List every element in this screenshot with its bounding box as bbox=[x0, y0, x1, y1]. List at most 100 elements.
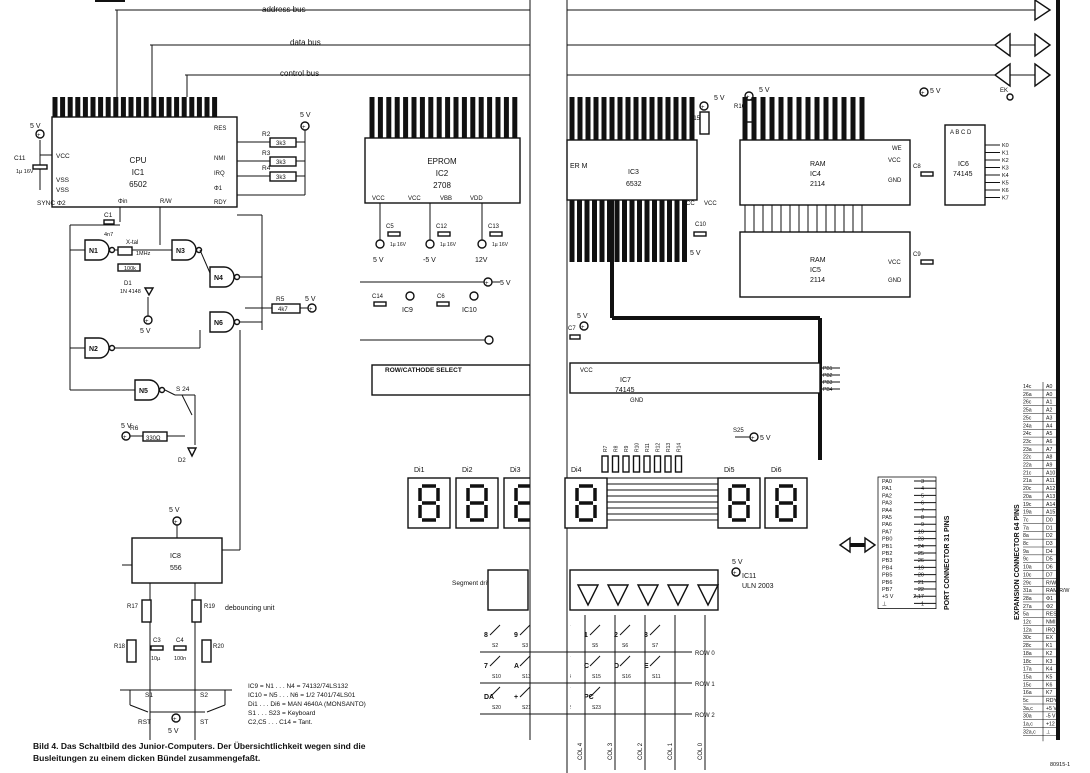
c4-value: 100n bbox=[174, 656, 186, 662]
expansion-pin: 1a,c bbox=[1023, 722, 1033, 728]
ic5-name: RAM bbox=[810, 257, 826, 264]
eprom-vbb: VBB bbox=[440, 196, 452, 202]
ram-pin-stub bbox=[841, 97, 847, 140]
r19-label: R19 bbox=[204, 604, 216, 610]
eprom-cap-value: 1µ 16V bbox=[440, 242, 457, 248]
key-ref: S11 bbox=[652, 674, 661, 680]
driver-buffer-icon bbox=[606, 584, 630, 607]
eprom-name: EPROM bbox=[427, 157, 457, 166]
eprom-pin-stub bbox=[512, 97, 518, 138]
cpu-pin-stub bbox=[166, 97, 172, 117]
led-icon bbox=[186, 447, 198, 458]
expansion-pin: 7a bbox=[1023, 525, 1029, 531]
ic3-top-pin-stub bbox=[577, 97, 583, 140]
eprom-capacitor bbox=[489, 231, 503, 237]
svg-text:+: + bbox=[173, 717, 177, 723]
eprom-pin-stub bbox=[386, 97, 392, 138]
ram-pin-stub bbox=[832, 97, 838, 140]
expansion-pin: 8c bbox=[1023, 541, 1029, 547]
expansion-signal: EX bbox=[1046, 635, 1053, 641]
cpu-pin-stub bbox=[196, 97, 202, 117]
expansion-signal: K7 bbox=[1046, 690, 1052, 696]
segment-resistor-label: R8 bbox=[614, 445, 620, 452]
cpu-pin-irq: IRQ bbox=[214, 171, 225, 177]
driver-buffer-icon bbox=[576, 584, 600, 607]
port-pin: 9 bbox=[921, 522, 924, 528]
expansion-pin: 9a bbox=[1023, 549, 1029, 555]
port-signal: PA2 bbox=[882, 493, 892, 499]
c11-label: C11 bbox=[14, 155, 26, 162]
eprom-cap-label: C5 bbox=[386, 224, 394, 230]
expansion-signal: A12 bbox=[1046, 486, 1055, 492]
segment-resistor bbox=[611, 455, 620, 473]
key-ref: S10 bbox=[492, 674, 501, 680]
cpu-pin-stub bbox=[98, 97, 104, 117]
s24-switch[interactable] bbox=[181, 394, 193, 416]
expansion-signal: A9 bbox=[1046, 463, 1052, 469]
cpu-pin-stub bbox=[212, 97, 218, 117]
port-pin: 1 bbox=[921, 601, 924, 607]
key-label: 2 bbox=[614, 632, 618, 639]
key-label: 1 bbox=[584, 632, 588, 639]
figure-id: 80915-1 bbox=[1050, 762, 1070, 768]
r4-value: 3k3 bbox=[276, 175, 286, 181]
ic3-port-pin-stub bbox=[584, 200, 590, 262]
row-cathode-label: ROW/CATHODE SELECT bbox=[385, 367, 462, 374]
s2-switch[interactable] bbox=[206, 704, 226, 713]
expansion-pin: 27a bbox=[1023, 604, 1032, 610]
ram-pin-stub bbox=[751, 97, 757, 140]
expansion-pin: 30c bbox=[1023, 635, 1032, 641]
ic11-part: ULN 2003 bbox=[742, 583, 774, 590]
crystal-freq: 1MHz bbox=[136, 251, 151, 257]
cpu-pin-stub bbox=[158, 97, 164, 117]
ic7-part: 74145 bbox=[615, 387, 635, 394]
ram-pin-stub bbox=[760, 97, 766, 140]
plus-supply-icon bbox=[579, 321, 589, 331]
eprom-supply-label: 5 V bbox=[373, 257, 384, 264]
c7-5v-label: 5 V bbox=[577, 313, 588, 320]
cpu-pin-stub bbox=[105, 97, 111, 117]
crystal-label: X-tal bbox=[126, 240, 138, 246]
eprom-pin-stub bbox=[453, 97, 459, 138]
c14-label: C14 bbox=[372, 294, 384, 300]
expansion-signal: K2 bbox=[1046, 651, 1052, 657]
port-signal: PA4 bbox=[882, 508, 892, 514]
ic3-top-pin-stub bbox=[585, 97, 591, 140]
expansion-signal: K6 bbox=[1046, 682, 1052, 688]
expansion-signal: RES bbox=[1046, 612, 1057, 618]
port-signal: PA0 bbox=[882, 479, 892, 485]
r6-5v-label: 5 V bbox=[121, 423, 132, 430]
port-pin: 19 bbox=[918, 565, 924, 571]
s2-st-label: ST bbox=[200, 719, 208, 726]
gate-label: N1 bbox=[89, 248, 98, 255]
pullup-resistors bbox=[237, 130, 306, 196]
key-ref: S3 bbox=[522, 643, 528, 649]
segment-driver-label: Segment driver bbox=[452, 580, 497, 587]
driver-buffers bbox=[576, 584, 720, 607]
d2-label: D2 bbox=[178, 458, 186, 464]
cpu-pin-stub bbox=[151, 97, 157, 117]
expansion-signal: A0 bbox=[1046, 392, 1052, 398]
s25-5v-label: 5 V bbox=[760, 435, 771, 442]
ic3-port-label: PA3 bbox=[592, 209, 597, 218]
ic-5v-label: 5 V bbox=[500, 280, 511, 287]
s1-switch[interactable] bbox=[129, 704, 149, 713]
svg-text:+: + bbox=[701, 105, 705, 111]
segment-resistor bbox=[653, 455, 662, 473]
ic3-part: 6532 bbox=[626, 181, 642, 188]
display-label-di2: Di2 bbox=[462, 467, 473, 474]
expansion-pin: 28c bbox=[1023, 643, 1032, 649]
svg-text:+: + bbox=[37, 133, 41, 139]
ic3-port-pin-stub bbox=[674, 200, 680, 262]
ic11-5v-label: 5 V bbox=[732, 559, 743, 566]
key-switch bbox=[489, 624, 501, 636]
cpu-pin-rdy: RDY bbox=[214, 200, 227, 206]
expansion-signal: K4 bbox=[1046, 667, 1052, 673]
key-ref: S15 bbox=[592, 674, 601, 680]
